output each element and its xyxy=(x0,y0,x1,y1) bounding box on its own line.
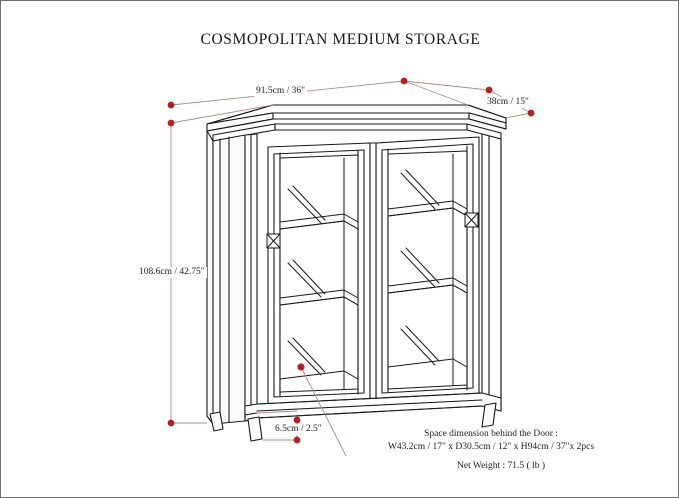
width-extension-right xyxy=(403,80,469,106)
left-glass-door xyxy=(267,142,371,405)
right-glass-door xyxy=(375,136,480,400)
dim-dot-width-left xyxy=(167,101,175,109)
depth-dimension-label: 38cm / 15" xyxy=(485,97,531,108)
glass-reflection-lines xyxy=(287,169,440,376)
net-weight-label: Net Weight : 71.5 ( lb ) xyxy=(457,461,545,471)
depth-dimension-line-a xyxy=(403,80,490,91)
left-door-knob xyxy=(266,233,281,249)
space-note-leader-line xyxy=(300,366,347,457)
dimension-markers xyxy=(167,77,535,444)
cabinet-legs xyxy=(209,402,497,442)
space-dimension-value: W43.2cm / 17" x D30.5cm / 12" x H94cm / … xyxy=(387,442,595,452)
height-dimension-label: 108.6cm / 42.75" xyxy=(137,267,207,278)
space-dimension-title: Space dimension behind the Door : xyxy=(424,429,558,439)
center-mullion xyxy=(369,142,377,400)
dim-dot-depth-right xyxy=(527,109,535,117)
cabinet-illustration xyxy=(206,104,507,442)
dim-dot-height-bottom xyxy=(167,419,175,427)
dim-dot-width-right xyxy=(400,77,408,85)
page-title: COSMOPOLITAN MEDIUM STORAGE xyxy=(200,31,481,48)
base-dimension-label: 6.5cm / 2.5" xyxy=(273,424,324,435)
dim-dot-height-top xyxy=(167,119,175,127)
dim-dot-base-top xyxy=(293,416,301,424)
width-extension-left xyxy=(170,104,274,124)
dim-dot-space-note xyxy=(297,363,305,371)
dim-dot-base-bottom xyxy=(293,436,301,444)
cabinet-left-side-panel xyxy=(206,130,246,425)
base-extension-top xyxy=(256,410,298,414)
depth-extension-right xyxy=(505,112,532,119)
width-dimension-label: 91.5cm / 36" xyxy=(254,86,307,97)
right-door-knob xyxy=(464,212,479,228)
dim-dot-depth-left xyxy=(485,86,493,94)
